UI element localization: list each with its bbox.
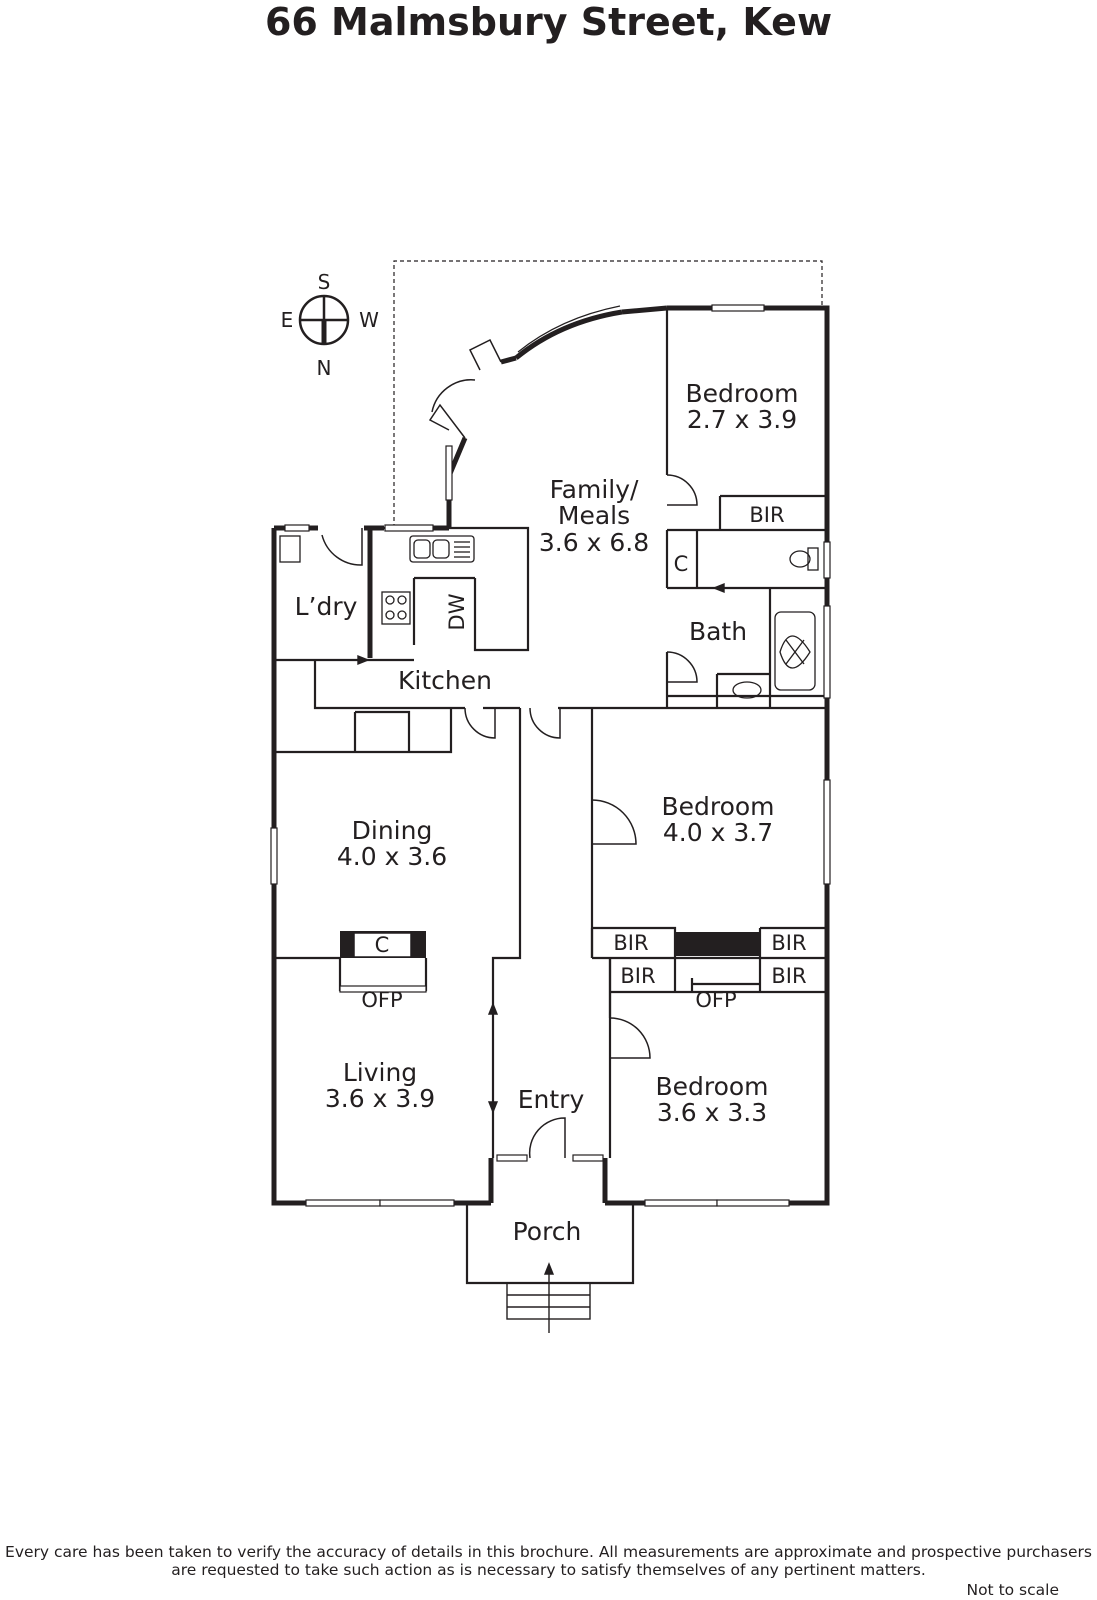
plan-title: 66 Malmsbury Street, Kew: [264, 0, 833, 44]
bir-bedroom2-left-label: BIR: [613, 931, 648, 955]
laundry-label: L’dry: [295, 592, 358, 621]
compass-west-label: W: [359, 308, 379, 332]
kitchen-fixtures: [279, 535, 475, 625]
windows: [270, 304, 831, 1207]
bir-bedroom3-left-label: BIR: [620, 964, 655, 988]
ofp-bedroom-label: OFP: [695, 988, 736, 1012]
interior-walls: [274, 308, 827, 1285]
bir-bedroom1-label: BIR: [749, 503, 784, 527]
porch-label: Porch: [513, 1217, 582, 1246]
bedroom-2-label: Bedroom: [661, 792, 774, 821]
porch-steps: [506, 1262, 591, 1333]
bedroom-1-label: Bedroom: [685, 379, 798, 408]
family-label-line1: Family/: [550, 475, 639, 504]
bedroom-3-dims: 3.6 x 3.3: [657, 1098, 767, 1127]
chimney-bedroom: [675, 932, 760, 956]
kitchen-label: Kitchen: [398, 666, 492, 695]
compass-east-label: E: [281, 308, 294, 332]
family-dims: 3.6 x 6.8: [539, 528, 649, 557]
entry-label: Entry: [518, 1085, 585, 1114]
living-label: Living: [343, 1058, 417, 1087]
bedroom-2-dims: 4.0 x 3.7: [663, 818, 773, 847]
disclaimer: Every care has been taken to verify the …: [0, 1543, 1097, 1579]
cupboard-bath-label: C: [674, 552, 689, 576]
ofp-living-label: OFP: [361, 988, 402, 1012]
compass-south-label: S: [318, 270, 331, 294]
compass-icon: S N E W: [281, 270, 379, 380]
deck-outline: [393, 260, 823, 528]
bedroom-3-label: Bedroom: [655, 1072, 768, 1101]
dishwasher-label: DW: [445, 593, 469, 630]
not-to-scale-note: Not to scale: [966, 1581, 1059, 1599]
family-label-line2: Meals: [558, 501, 630, 530]
disclaimer-line2: are requested to take such action as is …: [171, 1561, 926, 1579]
bedroom-1-dims: 2.7 x 3.9: [687, 405, 797, 434]
living-dims: 3.6 x 3.9: [325, 1084, 435, 1113]
compass-north-label: N: [317, 356, 332, 380]
bir-bedroom2-right-label: BIR: [771, 931, 806, 955]
dining-dims: 4.0 x 3.6: [337, 842, 447, 871]
curved-window: [514, 309, 623, 360]
disclaimer-line1: Every care has been taken to verify the …: [5, 1543, 1092, 1561]
flow-arrows: [318, 532, 760, 1114]
bath-fixtures: [732, 547, 819, 699]
bir-bedroom3-right-label: BIR: [771, 964, 806, 988]
cupboard-living-label: C: [375, 933, 390, 957]
dining-label: Dining: [352, 816, 433, 845]
bath-label: Bath: [689, 617, 747, 646]
door-swings: [321, 338, 698, 1159]
